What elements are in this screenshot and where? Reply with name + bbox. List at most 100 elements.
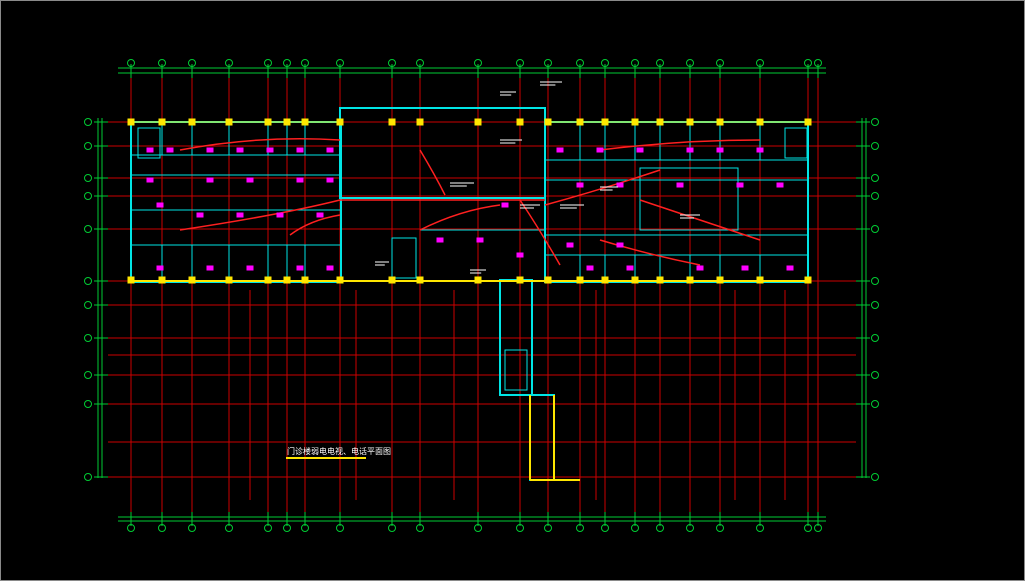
axis-bubble-bottom xyxy=(656,524,664,532)
axis-bubble-bottom xyxy=(158,524,166,532)
outlet-symbol xyxy=(266,147,274,153)
cable-run xyxy=(599,239,701,266)
axis-bubble-bottom xyxy=(516,524,524,532)
axis-bubble-bottom xyxy=(814,524,822,532)
axis-bubble-top xyxy=(158,59,166,67)
axis-bubble-left xyxy=(84,142,92,150)
axis-bubble-top xyxy=(756,59,764,67)
axis-bubble-top xyxy=(631,59,639,67)
axis-bubble-top xyxy=(127,59,135,67)
outlet-symbol xyxy=(676,182,684,188)
outlet-symbol xyxy=(316,212,324,218)
axis-bubble-top xyxy=(336,59,344,67)
axis-bubble-bottom xyxy=(601,524,609,532)
axis-bubble-right xyxy=(871,174,879,182)
column-marker xyxy=(474,118,482,126)
axis-bubble-top xyxy=(544,59,552,67)
axis-bubble-top xyxy=(301,59,309,67)
drawing-title-block: 门诊楼弱电电视、电话平面图 xyxy=(286,446,391,459)
axis-bubble-top xyxy=(474,59,482,67)
dimension-lines xyxy=(94,64,870,526)
outlet-symbol xyxy=(276,212,284,218)
axis-bubble-bottom xyxy=(336,524,344,532)
column-marker xyxy=(416,118,424,126)
cable-run xyxy=(419,149,446,196)
axis-bubble-left xyxy=(84,192,92,200)
axis-bubble-bottom xyxy=(301,524,309,532)
cable-run xyxy=(599,139,761,151)
axis-bubble-left xyxy=(84,473,92,481)
outlet-symbol xyxy=(326,177,334,183)
axis-bubble-bottom xyxy=(225,524,233,532)
outlet-symbol xyxy=(206,147,214,153)
axis-bubble-bottom xyxy=(416,524,424,532)
outlet-symbol xyxy=(616,182,624,188)
cable-run xyxy=(419,204,501,231)
axis-bubbles xyxy=(84,59,879,532)
axis-bubble-left xyxy=(84,225,92,233)
outlet-symbol xyxy=(196,212,204,218)
column-marker xyxy=(388,118,396,126)
outlet-symbol xyxy=(296,147,304,153)
structural-columns xyxy=(127,118,812,481)
axis-bubble-top xyxy=(416,59,424,67)
room-labels xyxy=(375,81,700,274)
axis-bubble-bottom xyxy=(388,524,396,532)
axis-bubble-bottom xyxy=(756,524,764,532)
axis-bubble-top xyxy=(804,59,812,67)
axis-bubble-right xyxy=(871,473,879,481)
axis-bubble-top xyxy=(686,59,694,67)
column-marker xyxy=(516,118,524,126)
outlet-symbol xyxy=(636,147,644,153)
outlet-symbol xyxy=(156,265,164,271)
cable-run xyxy=(639,199,761,241)
cable-run xyxy=(544,169,661,206)
outlet-symbol xyxy=(146,147,154,153)
outlet-symbol xyxy=(246,177,254,183)
axis-grid xyxy=(108,78,856,512)
axis-bubble-right xyxy=(871,192,879,200)
axis-bubble-right xyxy=(871,334,879,342)
axis-bubble-top xyxy=(601,59,609,67)
wall-outlines xyxy=(130,107,809,481)
cable-run xyxy=(289,214,341,236)
outlet-symbol xyxy=(786,265,794,271)
device-symbols xyxy=(146,147,794,271)
outlet-symbol xyxy=(206,177,214,183)
axis-bubble-top xyxy=(188,59,196,67)
axis-bubble-bottom xyxy=(474,524,482,532)
axis-bubble-bottom xyxy=(264,524,272,532)
outlet-symbol xyxy=(556,147,564,153)
axis-bubble-right xyxy=(871,400,879,408)
outlet-symbol xyxy=(716,147,724,153)
outlet-symbol xyxy=(696,265,704,271)
axis-bubble-bottom xyxy=(188,524,196,532)
outlet-symbol xyxy=(596,147,604,153)
outlet-symbol xyxy=(236,147,244,153)
outlet-symbol xyxy=(776,182,784,188)
axis-bubble-left xyxy=(84,371,92,379)
stair-south xyxy=(504,349,528,391)
axis-bubble-top xyxy=(576,59,584,67)
outlet-symbol xyxy=(501,202,509,208)
outlet-symbol xyxy=(166,147,174,153)
hall-room-outline xyxy=(639,167,739,231)
axis-bubble-left xyxy=(84,174,92,182)
outlet-symbol xyxy=(326,147,334,153)
outlet-symbol xyxy=(206,265,214,271)
outlet-symbol xyxy=(476,237,484,243)
axis-bubble-left xyxy=(84,277,92,285)
axis-bubble-bottom xyxy=(283,524,291,532)
outlet-symbol xyxy=(326,265,334,271)
axis-bubble-left xyxy=(84,334,92,342)
axis-bubble-top xyxy=(516,59,524,67)
axis-bubble-right xyxy=(871,301,879,309)
axis-bubble-top xyxy=(388,59,396,67)
axis-bubble-bottom xyxy=(804,524,812,532)
outlet-symbol xyxy=(741,265,749,271)
axis-bubble-top xyxy=(656,59,664,67)
outlet-symbol xyxy=(736,182,744,188)
axis-bubble-bottom xyxy=(686,524,694,532)
